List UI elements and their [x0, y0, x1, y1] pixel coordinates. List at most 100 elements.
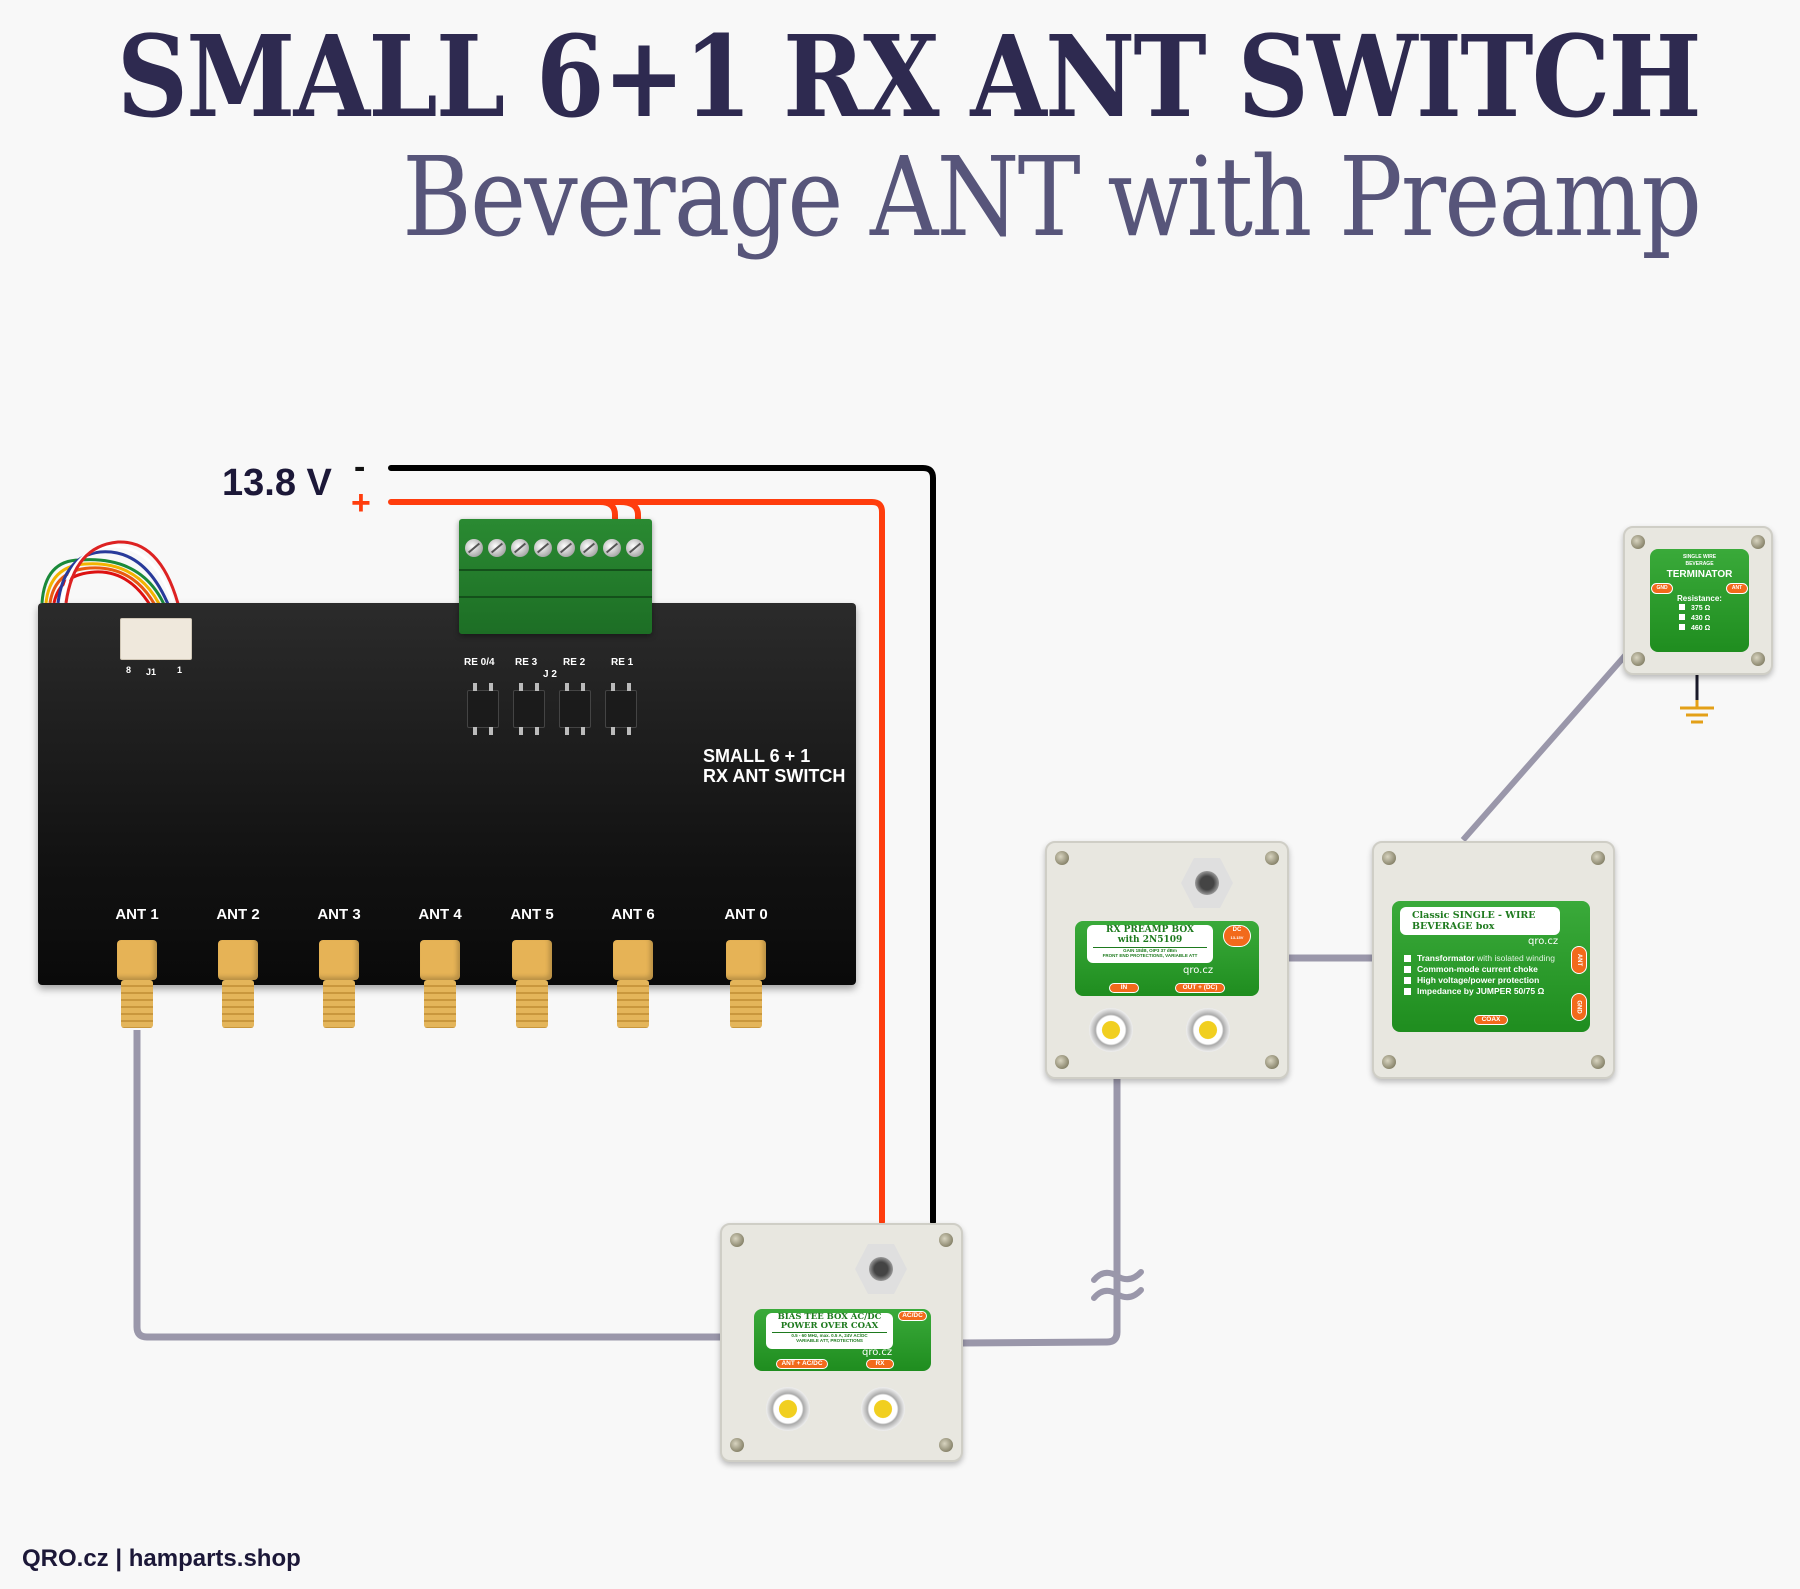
coax-break-symbol	[1091, 1269, 1144, 1301]
relay-component	[559, 683, 591, 735]
n-connector-ant-acdc[interactable]	[766, 1387, 810, 1431]
n-connector-in[interactable]	[1089, 1008, 1133, 1052]
cable-gland	[855, 1244, 907, 1294]
terminal-screw	[557, 539, 575, 557]
sma-connector-ant1[interactable]	[117, 940, 157, 1028]
relay-component	[513, 683, 545, 735]
beverage-terminator-box: SINGLE WIRE BEVERAGE TERMINATOR GND ANT …	[1623, 526, 1773, 675]
bolt	[1591, 851, 1605, 865]
bolt	[1382, 1055, 1396, 1069]
terminator-title: TERMINATOR	[1666, 569, 1733, 580]
feature-item: Common-mode current choke	[1404, 964, 1555, 975]
sma-connector-ant6[interactable]	[613, 940, 653, 1028]
bias-tee-spec-line2: VARIABLE ATT, PROTECTIONS	[796, 1338, 863, 1343]
bolt	[1751, 652, 1765, 666]
beverage-label-panel: Classic SINGLE - WIRE BEVERAGE box qro.c…	[1392, 901, 1590, 1032]
beverage-title-line1: Classic SINGLE - WIRE	[1412, 910, 1536, 921]
terminal-screw	[511, 539, 529, 557]
sma-connector-ant3[interactable]	[319, 940, 359, 1028]
dc-badge-line1: DC	[1232, 927, 1242, 933]
bolt	[1382, 851, 1396, 865]
cable-gland	[1181, 858, 1233, 908]
relay-component	[605, 683, 637, 735]
port-label-ant: ANT	[1571, 946, 1587, 974]
port-label-rx: RX	[866, 1359, 894, 1369]
sma-connector-ant0[interactable]	[726, 940, 766, 1028]
relay-label: RE 0/4	[464, 657, 495, 668]
bolt	[730, 1438, 744, 1452]
negative-terminal-label: -	[354, 448, 366, 486]
preamp-spec-line1: GAIN 18dB, OIP3 37 dBm	[1093, 947, 1207, 953]
terminal-screw	[580, 539, 598, 557]
resistance-option: 460 Ω	[1679, 624, 1749, 634]
power-terminal-block	[459, 519, 652, 634]
relay-label: RE 1	[611, 657, 634, 668]
preamp-label-panel: RX PREAMP BOX with 2N5109 GAIN 18dB, OIP…	[1075, 921, 1259, 996]
page-subtitle: Beverage ANT with Preamp	[402, 133, 1702, 261]
bias-tee-title-label: BIAS TEE BOX AC/DC POWER OVER COAX 0.5 -…	[766, 1313, 893, 1349]
j1-connector	[120, 618, 192, 660]
port-label-coax: COAX	[1474, 1015, 1508, 1025]
ant-port-label: ANT 1	[115, 906, 159, 923]
rx-preamp-box: RX PREAMP BOX with 2N5109 GAIN 18dB, OIP…	[1045, 841, 1289, 1079]
ground-icon	[1680, 673, 1714, 724]
brand-logo: qro.cz	[1528, 936, 1559, 947]
feature-item: Transformator with isolated winding	[1404, 953, 1555, 964]
relay-label: RE 3	[515, 657, 538, 668]
resistance-label: Resistance:	[1677, 594, 1722, 603]
rx-antenna-switch-box: 8 J1 1 RE 0/4 RE 3 RE 2 RE 1 J 2 SMALL 6…	[38, 603, 856, 985]
bolt	[1631, 652, 1645, 666]
bolt	[1265, 851, 1279, 865]
sma-connector-ant5[interactable]	[512, 940, 552, 1028]
preamp-title-label: RX PREAMP BOX with 2N5109 GAIN 18dB, OIP…	[1087, 925, 1213, 963]
terminal-screw	[626, 539, 644, 557]
bias-tee-box: BIAS TEE BOX AC/DC POWER OVER COAX 0.5 -…	[720, 1223, 963, 1462]
ant-port-label: ANT 6	[611, 906, 655, 923]
brand-logo: qro.cz	[862, 1347, 893, 1358]
bolt	[939, 1233, 953, 1247]
terminal-rail	[459, 569, 652, 571]
bolt	[1055, 851, 1069, 865]
j1-label: J1	[146, 667, 157, 677]
preamp-title-line2: with 2N5109	[1117, 935, 1183, 945]
bolt	[1751, 535, 1765, 549]
dc-badge-line2: 13-15V	[1230, 935, 1244, 940]
beverage-box: Classic SINGLE - WIRE BEVERAGE box qro.c…	[1372, 841, 1615, 1079]
ribbon-cable	[40, 540, 184, 621]
port-label-ant-acdc: ANT + AC/DC	[776, 1359, 828, 1369]
page-title: SMALL 6+1 RX ANT SWITCH	[116, 12, 1702, 143]
brand-logo: qro.cz	[1183, 965, 1214, 976]
switch-label-line2: RX ANT SWITCH	[703, 766, 846, 786]
terminator-heading-line2: BEVERAGE	[1685, 561, 1714, 567]
resistance-options: 375 Ω 430 Ω 460 Ω	[1650, 604, 1749, 634]
terminator-heading-line1: SINGLE WIRE	[1682, 554, 1717, 560]
coax-biastee-to-preamp	[960, 1077, 1121, 1347]
wire-positive	[388, 499, 885, 1225]
n-connector-rx[interactable]	[861, 1387, 905, 1431]
sma-connector-ant2[interactable]	[218, 940, 258, 1028]
j1-pin1-label: 1	[177, 665, 183, 675]
sma-connector-ant4[interactable]	[420, 940, 460, 1028]
terminator-label-panel: SINGLE WIRE BEVERAGE TERMINATOR GND ANT …	[1650, 549, 1749, 652]
switch-label-line1: SMALL 6 + 1	[703, 746, 811, 766]
port-label-in: IN	[1109, 983, 1139, 993]
resistance-option: 430 Ω	[1679, 614, 1749, 624]
supply-voltage-label: 13.8 V	[222, 462, 332, 504]
wire-positive-to-terminal-2	[619, 499, 641, 540]
resistance-option: 375 Ω	[1679, 604, 1749, 614]
relay-component	[467, 683, 499, 735]
n-connector-out-dc[interactable]	[1186, 1008, 1230, 1052]
j1-pin8-label: 8	[126, 665, 132, 675]
terminal-screw	[534, 539, 552, 557]
bolt	[1055, 1055, 1069, 1069]
coax-ant1-to-biastee	[133, 1030, 722, 1341]
bolt	[1265, 1055, 1279, 1069]
bias-tee-title-line1: BIAS TEE BOX AC/DC	[777, 1312, 882, 1322]
bolt	[1631, 535, 1645, 549]
feature-item: Impedance by JUMPER 50/75 Ω	[1404, 986, 1555, 997]
terminal-screw	[465, 539, 483, 557]
port-label-ant: ANT	[1726, 583, 1748, 594]
bolt	[1591, 1055, 1605, 1069]
beverage-title-label: Classic SINGLE - WIRE BEVERAGE box	[1400, 907, 1560, 935]
